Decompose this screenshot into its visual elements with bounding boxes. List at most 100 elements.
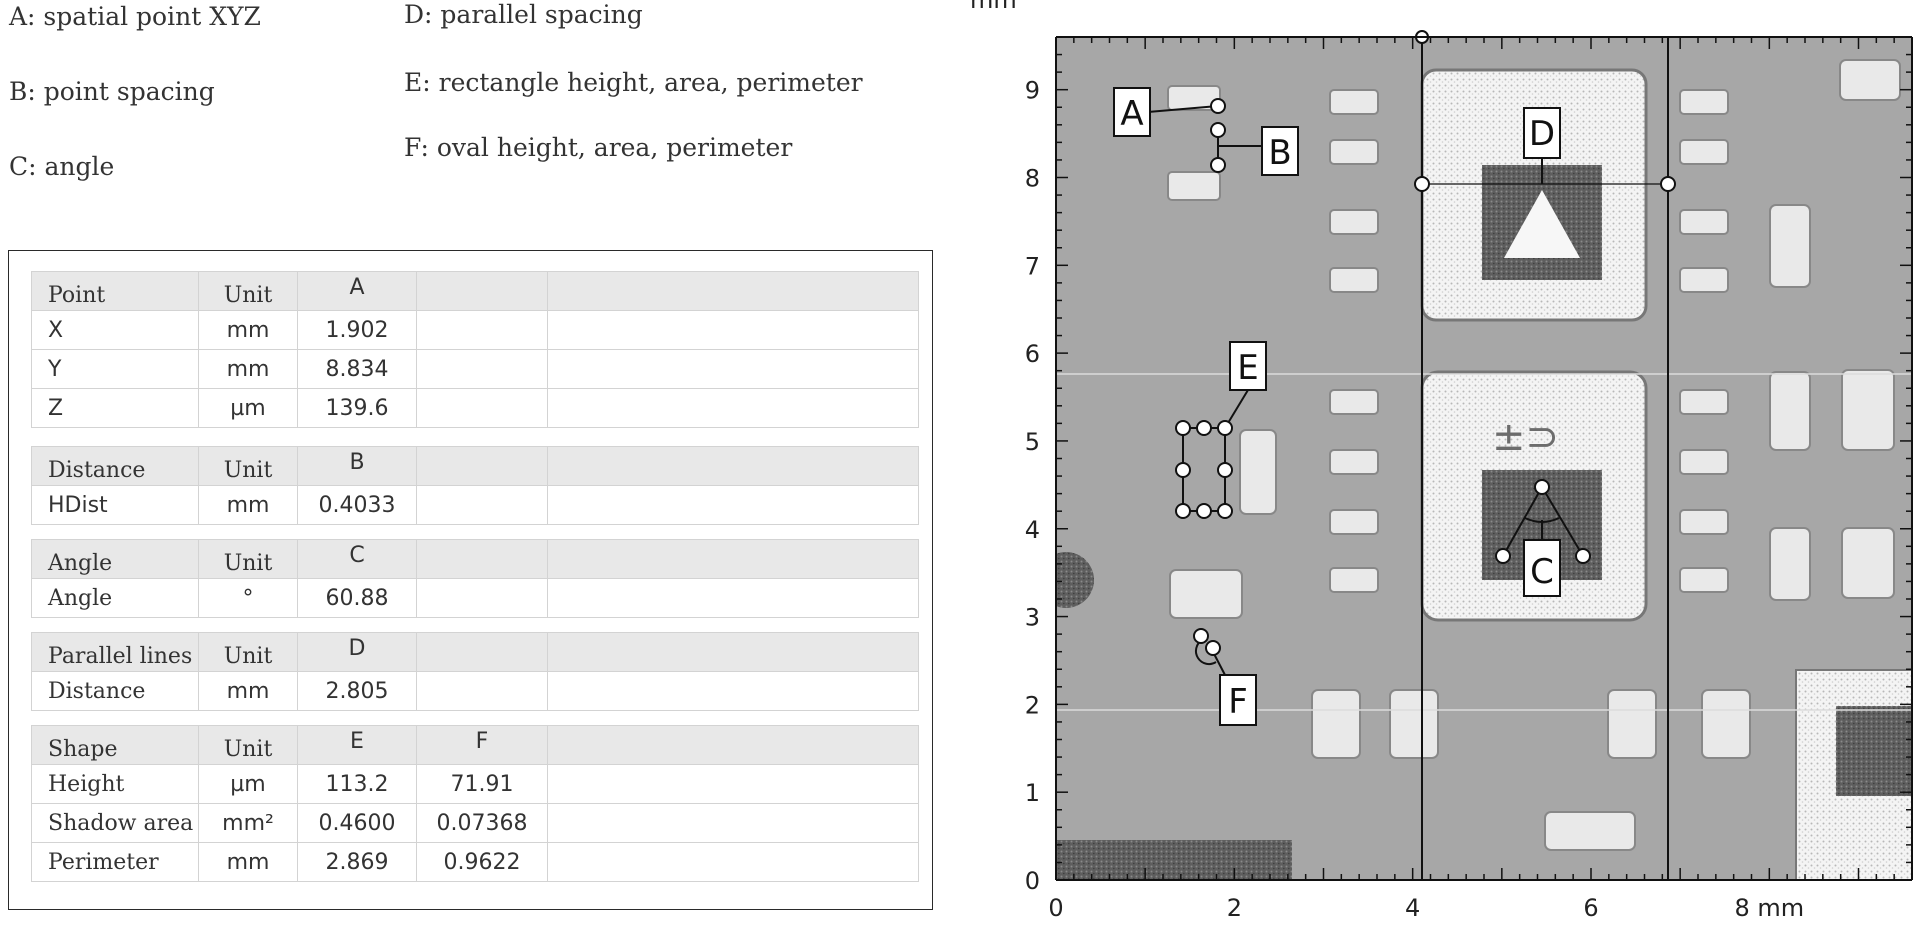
- table-row: Y mm 8.834: [31, 349, 919, 389]
- row-label: Height: [48, 771, 125, 797]
- angle-c-right-handle[interactable]: [1575, 548, 1591, 564]
- distance-table: Distance Unit B HDist mm 0.4033: [31, 446, 919, 525]
- x-tick-label: 8 mm: [1735, 894, 1805, 922]
- header-label: Parallel lines: [48, 643, 193, 669]
- row-unit: mm: [226, 317, 270, 343]
- table-row: Angle ° 60.88: [31, 578, 919, 618]
- row-unit: mm²: [222, 810, 274, 836]
- rect-e-handle-tm[interactable]: [1196, 420, 1212, 436]
- point-b2-handle[interactable]: [1210, 157, 1226, 173]
- callout-a: A: [1113, 87, 1151, 137]
- y-tick-label: 4: [1025, 516, 1040, 544]
- row-value-e: 113.2: [325, 771, 389, 797]
- y-tick-label: 8: [1025, 165, 1040, 193]
- svg-text:B: B: [1268, 133, 1291, 173]
- table-row: Perimeter mm 2.869 0.9622: [31, 842, 919, 882]
- svg-text:D: D: [1529, 114, 1555, 154]
- point-b1-handle[interactable]: [1210, 122, 1226, 138]
- svg-text:C: C: [1530, 552, 1554, 592]
- y-tick-label: 9: [1025, 77, 1040, 105]
- legend-a: A: spatial point XYZ: [9, 2, 261, 31]
- oval-f-handle-2[interactable]: [1205, 640, 1221, 656]
- x-tick-label: 2: [1227, 894, 1242, 922]
- header-col-c: C: [349, 542, 365, 568]
- header-unit: Unit: [223, 282, 273, 308]
- y-tick-label: 0: [1025, 867, 1040, 895]
- point-table: Point Unit A X mm 1.902 Y mm 8.834 Z µm …: [31, 271, 919, 428]
- row-label: Perimeter: [48, 849, 159, 875]
- row-value: 2.805: [325, 678, 389, 704]
- header-unit: Unit: [223, 643, 273, 669]
- table-header: Shape Unit E F: [31, 725, 919, 765]
- row-unit: mm: [226, 678, 270, 704]
- rect-e-handle-br[interactable]: [1217, 503, 1233, 519]
- svg-text:E: E: [1237, 348, 1258, 388]
- legend-b: B: point spacing: [9, 77, 215, 106]
- row-value: 0.4033: [318, 492, 396, 518]
- header-col-a: A: [349, 274, 365, 300]
- y-tick-label: 6: [1025, 340, 1040, 368]
- table-header: Distance Unit B: [31, 446, 919, 486]
- rect-e-handle-bl[interactable]: [1175, 503, 1191, 519]
- rect-e-handle-bm[interactable]: [1196, 503, 1212, 519]
- table-row: X mm 1.902: [31, 310, 919, 350]
- row-label: Shadow area: [48, 810, 194, 836]
- row-value: 60.88: [325, 585, 389, 611]
- header-unit: Unit: [223, 736, 273, 762]
- parallel-lines-table: Parallel lines Unit D Distance mm 2.805: [31, 632, 919, 711]
- row-value: 1.902: [325, 317, 389, 343]
- svg-text:±⊃: ±⊃: [1492, 414, 1559, 460]
- callout-b: B: [1261, 126, 1299, 176]
- header-unit: Unit: [223, 550, 273, 576]
- table-header: Parallel lines Unit D: [31, 632, 919, 672]
- header-label: Distance: [48, 457, 146, 483]
- row-value-f: 0.9622: [443, 849, 521, 875]
- point-a-handle[interactable]: [1210, 98, 1226, 114]
- legend-c: C: angle: [9, 152, 115, 181]
- table-header: Point Unit A: [31, 271, 919, 311]
- header-label: Shape: [48, 736, 118, 762]
- table-row: Distance mm 2.805: [31, 671, 919, 711]
- table-row: Z µm 139.6: [31, 388, 919, 428]
- rect-e-handle-mr[interactable]: [1217, 462, 1233, 478]
- oval-f-handle-1[interactable]: [1193, 628, 1209, 644]
- svg-text:A: A: [1120, 94, 1143, 134]
- legend-f: F: oval height, area, perimeter: [404, 133, 793, 162]
- y-axis-unit: mm: [970, 0, 1017, 14]
- angle-c-left-handle[interactable]: [1495, 548, 1511, 564]
- x-tick-label: 0: [1048, 894, 1063, 922]
- row-unit: mm: [226, 356, 270, 382]
- row-label: Distance: [48, 678, 146, 704]
- table-row: Shadow area mm² 0.4600 0.07368: [31, 803, 919, 843]
- callout-c: C: [1523, 539, 1561, 597]
- rect-e-handle-ml[interactable]: [1175, 462, 1191, 478]
- callout-d: D: [1523, 107, 1561, 159]
- table-row: Height µm 113.2 71.91: [31, 764, 919, 804]
- row-unit: mm: [226, 849, 270, 875]
- row-value-e: 0.4600: [318, 810, 396, 836]
- line-d-handle-1[interactable]: [1414, 176, 1430, 192]
- header-col-d: D: [348, 635, 366, 661]
- callout-e: E: [1229, 341, 1267, 391]
- row-label: Angle: [48, 585, 113, 611]
- line-d-handle-2[interactable]: [1660, 176, 1676, 192]
- x-tick-label: 6: [1583, 894, 1598, 922]
- y-tick-label: 5: [1025, 428, 1040, 456]
- row-label: HDist: [48, 492, 108, 518]
- x-tick-label: 4: [1405, 894, 1420, 922]
- measurement-panel: Point Unit A X mm 1.902 Y mm 8.834 Z µm …: [8, 250, 933, 910]
- axes: [1055, 36, 1913, 881]
- angle-c-vertex-handle[interactable]: [1534, 479, 1550, 495]
- table-row: HDist mm 0.4033: [31, 485, 919, 525]
- header-col-e: E: [350, 728, 364, 754]
- rect-e-handle-tr[interactable]: [1217, 420, 1233, 436]
- header-unit: Unit: [223, 457, 273, 483]
- shape-table: Shape Unit E F Height µm 113.2 71.91 Sha…: [31, 725, 919, 882]
- header-label: Angle: [48, 550, 113, 576]
- rect-e-handle-tl[interactable]: [1175, 420, 1191, 436]
- row-unit: µm: [230, 771, 266, 797]
- callout-f: F: [1219, 674, 1257, 726]
- y-tick-label: 1: [1025, 779, 1040, 807]
- row-value-f: 71.91: [450, 771, 514, 797]
- row-value-e: 2.869: [325, 849, 389, 875]
